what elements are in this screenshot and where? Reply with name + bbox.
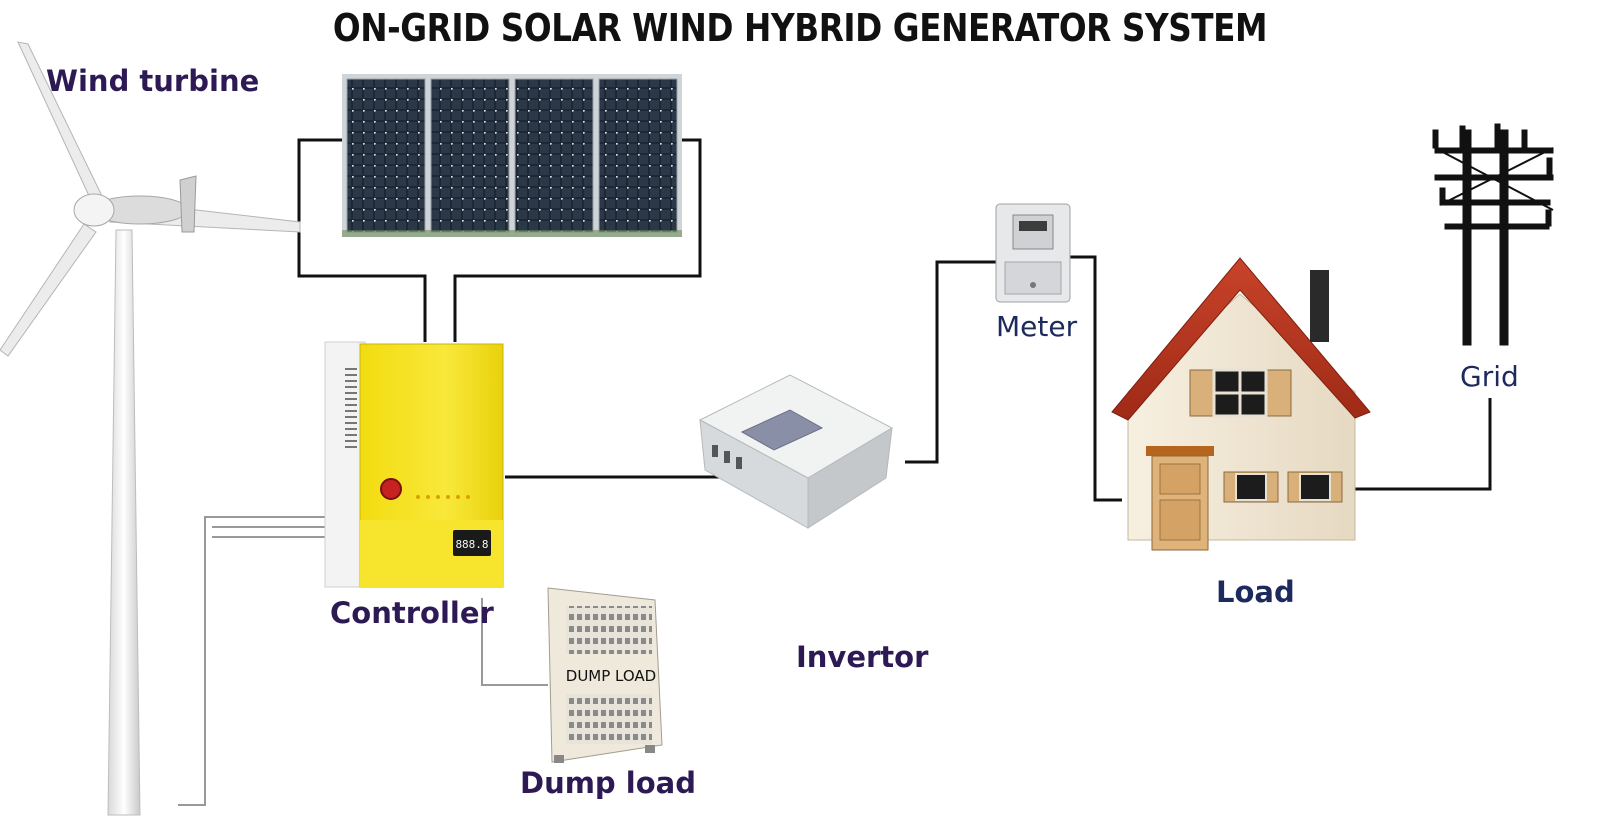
house-icon [1111, 257, 1371, 551]
controller-label: Controller [330, 596, 494, 630]
controller-icon [324, 341, 504, 588]
meter-house-wire [1070, 255, 1122, 502]
meter-icon [995, 203, 1071, 303]
solar-wire-left [297, 138, 427, 342]
dump-load-label: Dump load [520, 766, 696, 800]
wiring [297, 138, 1492, 502]
invertor-label: Invertor [796, 640, 929, 674]
load-label: Load [1216, 575, 1295, 609]
meter-label: Meter [996, 310, 1078, 343]
page-title: ON-GRID SOLAR WIND HYBRID GENERATOR SYST… [332, 6, 1268, 50]
solar-wire-right [453, 138, 702, 342]
power-pole-icon [1432, 123, 1554, 346]
dump-load-icon [547, 587, 663, 763]
wind-turbine-label: Wind turbine [46, 64, 260, 98]
inverter-meter-wire [905, 260, 1000, 464]
solar-panel-icon [342, 74, 682, 237]
house-grid-wire [1350, 398, 1492, 491]
wind-turbine-icon [0, 41, 301, 816]
inverter-icon [698, 374, 894, 529]
controller-display-text: 888.8 [455, 538, 488, 551]
dump-load-panel-text: DUMP LOAD [566, 667, 656, 685]
grid-label: Grid [1460, 360, 1519, 393]
turbine-wires [178, 516, 548, 806]
